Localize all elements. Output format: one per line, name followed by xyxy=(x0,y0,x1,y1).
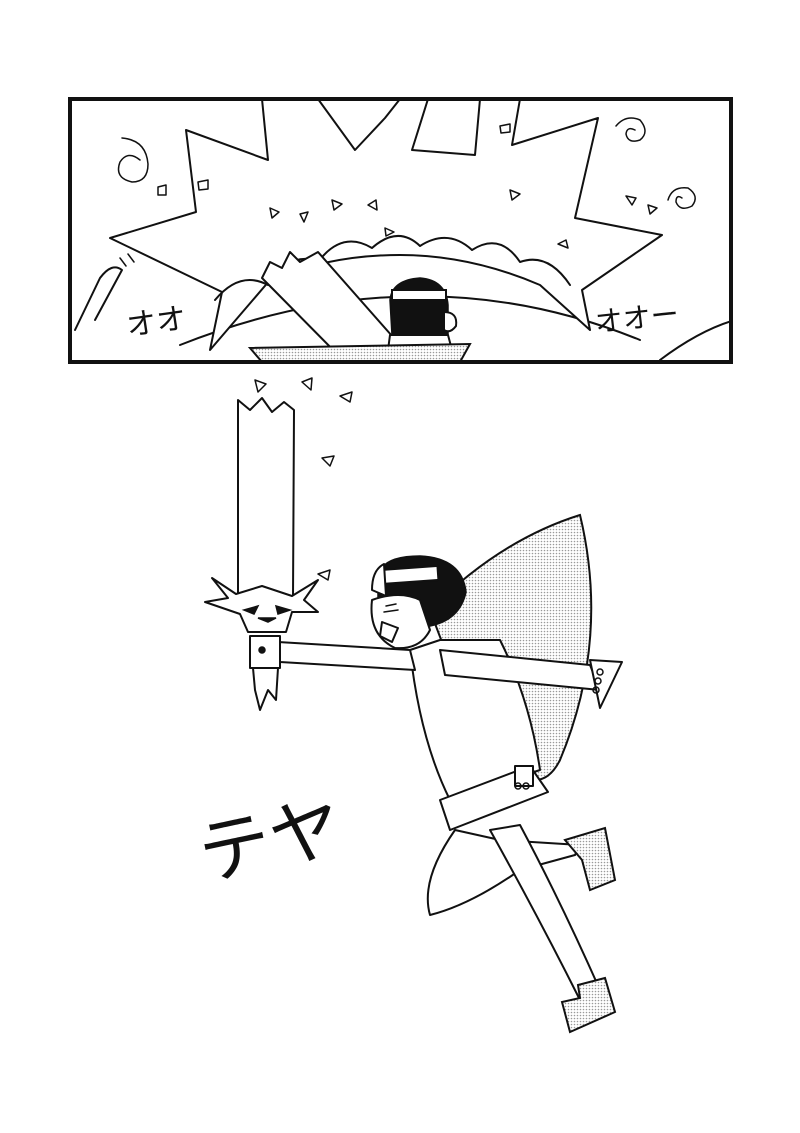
explosion-burst xyxy=(109,99,663,351)
lower-scene: テヤ xyxy=(191,377,623,1034)
broken-blade-top xyxy=(261,251,401,362)
sfx-oo-left: オオ xyxy=(124,301,188,344)
boot-front xyxy=(560,976,617,1034)
open-mouth xyxy=(379,621,399,643)
sfx-teya-text: テヤ xyxy=(191,785,349,897)
sfx-oo-right: オオー xyxy=(593,297,680,339)
sword-face xyxy=(241,604,293,623)
character-head xyxy=(370,555,467,650)
spiral-left xyxy=(117,137,149,183)
spiral-right xyxy=(667,187,696,209)
character-head-top xyxy=(387,277,458,351)
sword-guard xyxy=(204,577,319,633)
shoulder-buckle xyxy=(589,659,623,709)
toned-ground xyxy=(247,342,472,362)
spiral-right-top xyxy=(615,117,646,142)
top-panel: グ オオ オオー xyxy=(68,97,733,364)
broken-sword xyxy=(204,397,319,711)
sfx-teya: テヤ xyxy=(191,785,349,897)
sfx-top-left: グ オオ xyxy=(74,253,189,344)
panel-border xyxy=(68,97,733,364)
sword-blade xyxy=(237,397,295,599)
boot-back xyxy=(563,826,617,892)
debris-group-top xyxy=(157,123,658,249)
debris-group-bottom xyxy=(254,377,353,581)
